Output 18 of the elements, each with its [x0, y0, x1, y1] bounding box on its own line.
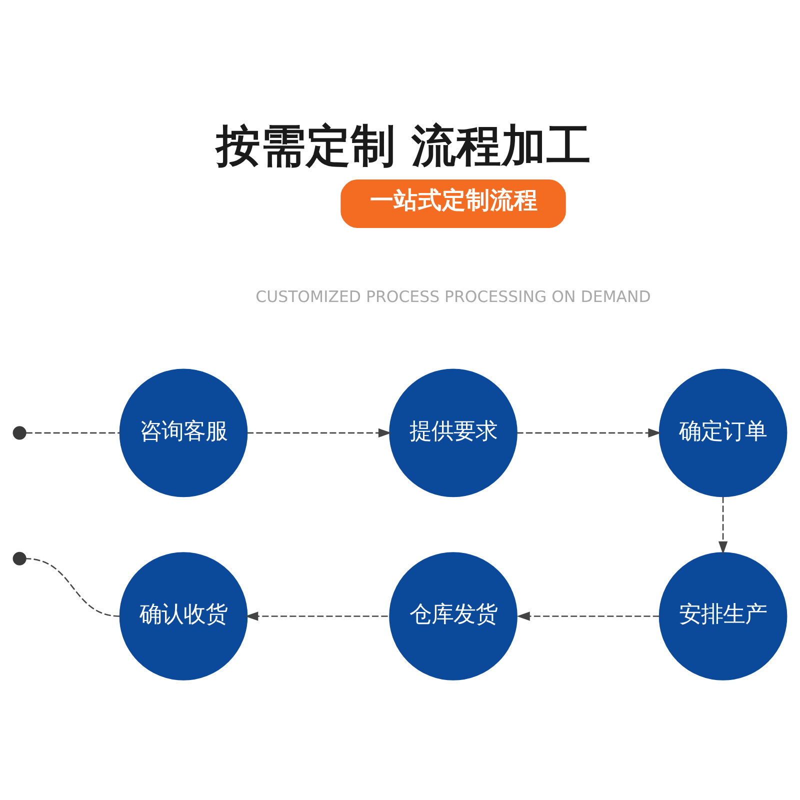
node-circle: 安排生产	[658, 552, 788, 680]
connector	[26, 432, 120, 434]
diagram-title: 按需定制 流程加工	[216, 120, 592, 172]
node-dot	[12, 426, 26, 440]
node-dot	[12, 551, 26, 565]
arrow	[247, 428, 392, 437]
arrow	[245, 611, 388, 620]
node-circle: 仓库发货	[389, 552, 518, 680]
node-circle: 确认收货	[119, 552, 248, 680]
arrow	[718, 496, 728, 554]
node-circle: 咨询客服	[119, 368, 248, 497]
arrow	[516, 428, 662, 437]
arrow	[516, 611, 660, 620]
label: CUSTOMIZED PROCESS PROCESSING ON DEMAND	[256, 286, 651, 306]
node-circle: 提供要求	[389, 368, 518, 497]
connector	[26, 557, 120, 616]
node-box: 一站式定制流程	[340, 179, 566, 228]
node-circle: 确定订单	[658, 368, 788, 497]
